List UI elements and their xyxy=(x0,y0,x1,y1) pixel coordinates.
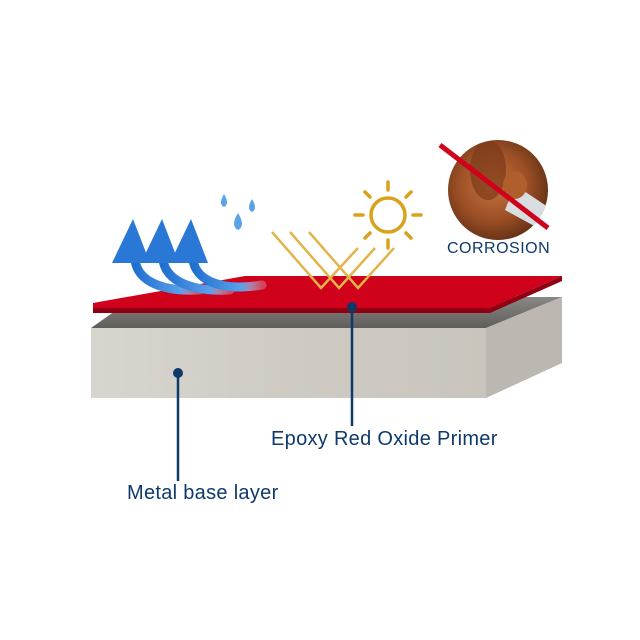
sun-icon xyxy=(353,180,423,250)
metal-label: Metal base layer xyxy=(127,482,279,504)
water-drops-icon xyxy=(221,194,255,230)
corrosion-image xyxy=(438,140,550,240)
primer-pointer xyxy=(347,302,357,426)
uv-reflection-rays xyxy=(271,231,395,290)
primer-label: Epoxy Red Oxide Primer xyxy=(271,428,498,450)
prohibited-slash-icon xyxy=(438,143,550,230)
corrosion-label: CORROSION xyxy=(447,240,551,257)
metal-pointer xyxy=(173,368,183,481)
arrowheads xyxy=(112,219,208,263)
